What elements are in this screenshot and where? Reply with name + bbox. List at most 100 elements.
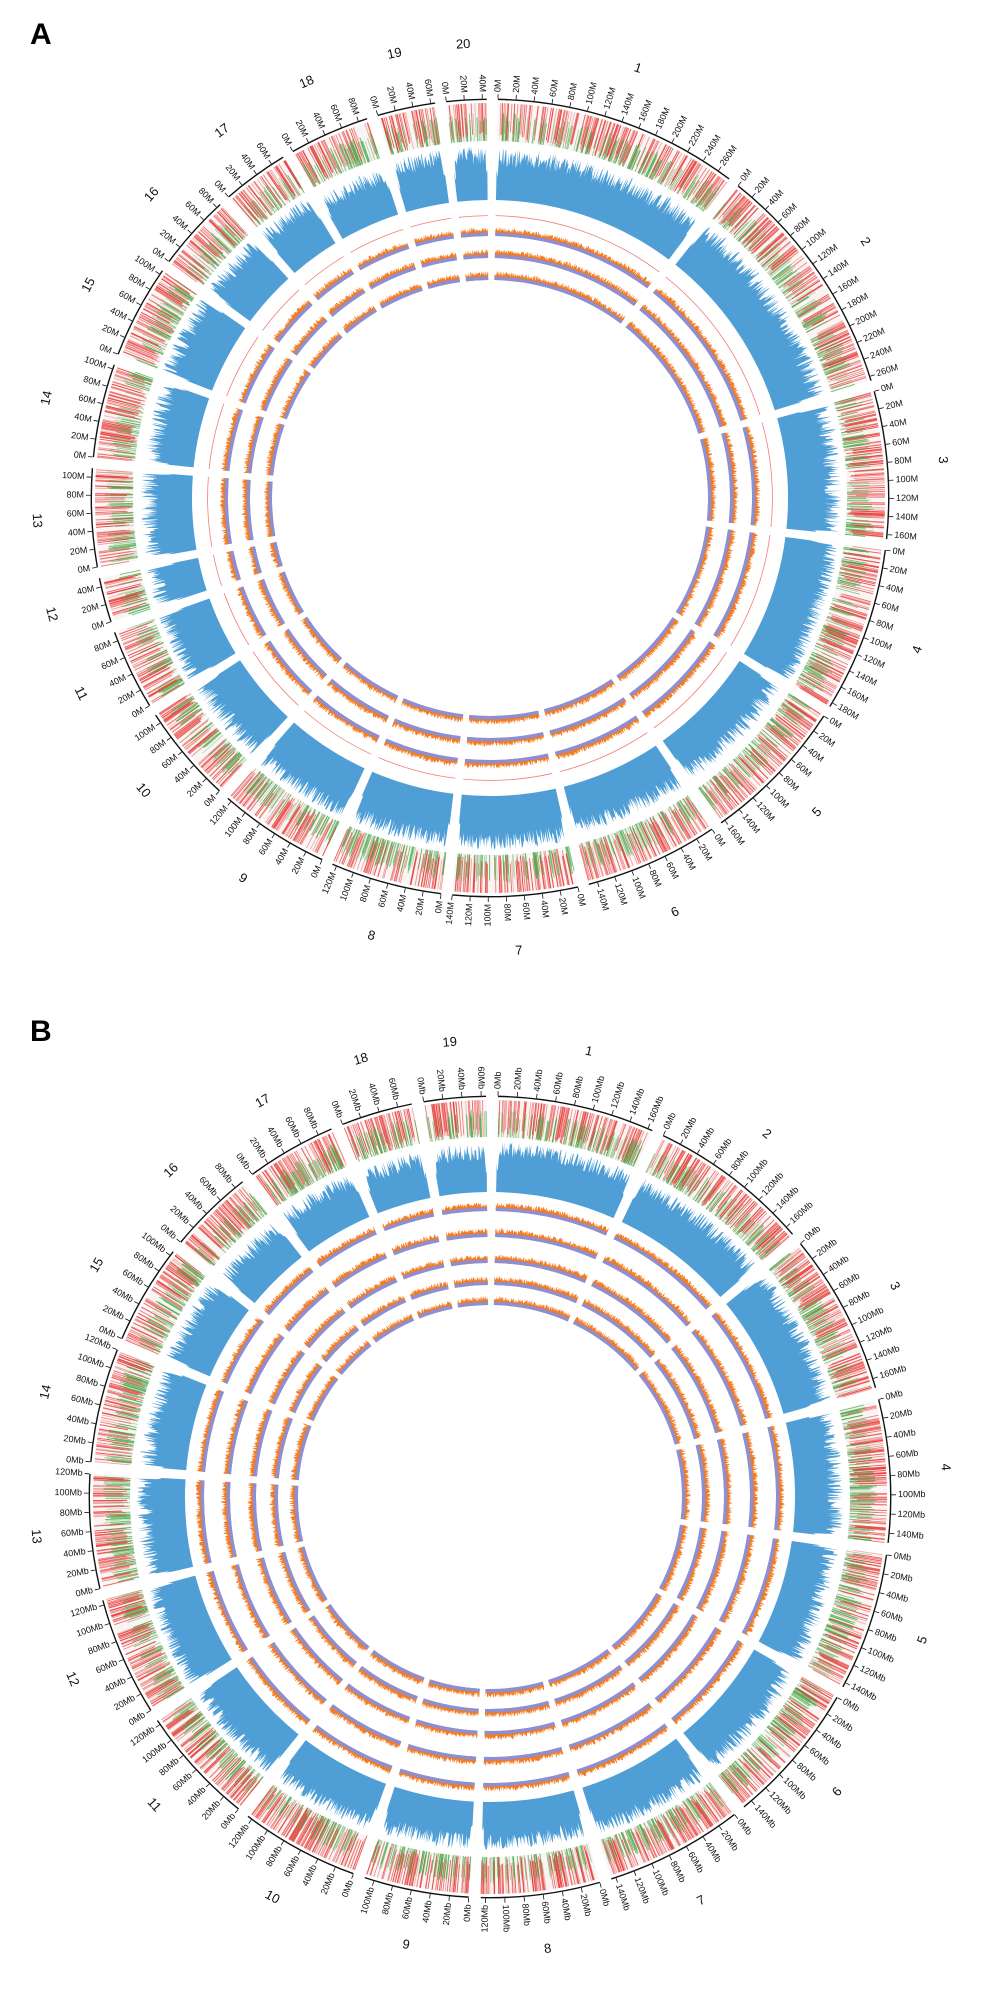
- snp-marker-red: [415, 109, 424, 148]
- snp-marker-red: [322, 826, 337, 856]
- snp-marker-red: [520, 104, 524, 135]
- snp-marker-red: [698, 176, 720, 206]
- snp-marker-green: [823, 362, 844, 372]
- snp-marker-red: [852, 448, 882, 453]
- snp-marker-green: [160, 313, 179, 325]
- snp-marker-green: [829, 607, 853, 617]
- snp-marker-green: [504, 118, 507, 142]
- snp-marker-green: [128, 606, 151, 615]
- tick-label: 20M: [294, 118, 311, 138]
- snp-marker-green: [808, 1320, 828, 1331]
- snp-marker-green: [294, 805, 310, 830]
- snp-track: [230, 766, 340, 857]
- snp-marker-green: [125, 382, 150, 392]
- snp-marker-green: [825, 365, 852, 376]
- snp-marker-green: [220, 748, 236, 764]
- snp-marker-red: [818, 325, 846, 340]
- snp-marker-red: [810, 662, 842, 680]
- snp-marker-red: [783, 714, 809, 734]
- snp-marker-red: [852, 545, 882, 551]
- snp-marker-green: [536, 1119, 541, 1141]
- snp-marker-red: [845, 572, 877, 580]
- tick-mark: [885, 443, 891, 445]
- snp-marker-green: [507, 854, 510, 883]
- coverage-track: [742, 426, 761, 526]
- snp-marker-green: [718, 207, 732, 224]
- tick-mark: [631, 871, 635, 876]
- snp-marker-green: [769, 1252, 792, 1271]
- snp-marker-red: [247, 782, 269, 811]
- snp-marker-red: [383, 845, 394, 879]
- coverage-orange: [495, 227, 653, 289]
- snp-marker-red: [658, 147, 674, 177]
- snp-marker-green: [721, 211, 735, 227]
- snp-marker-red: [570, 112, 579, 146]
- snp-marker-green: [285, 799, 300, 821]
- snp-marker-green: [692, 1177, 709, 1201]
- tick-mark: [145, 286, 150, 290]
- snp-marker-red: [695, 172, 715, 199]
- tick-label: 160Mb: [646, 1094, 666, 1123]
- snp-marker-red: [95, 517, 134, 521]
- snp-marker-red: [849, 548, 882, 554]
- snp-marker-green: [846, 519, 869, 522]
- snp-marker-red: [586, 117, 598, 152]
- snp-marker-red: [846, 578, 876, 587]
- snp-marker-red: [728, 768, 752, 795]
- snp-marker-green: [814, 645, 838, 657]
- snp-marker-red: [425, 853, 432, 888]
- tick-mark: [597, 882, 600, 888]
- snp-marker-green: [324, 818, 334, 837]
- snp-marker-green: [585, 134, 592, 155]
- snp-marker-green: [479, 854, 481, 876]
- snp-marker-green: [814, 338, 839, 351]
- snp-marker-red: [563, 111, 571, 142]
- snp-marker-red: [501, 1100, 504, 1133]
- snp-marker-red: [163, 703, 190, 722]
- snp-marker-green: [751, 1232, 771, 1251]
- tick-label: 20Mb: [720, 1829, 741, 1853]
- snp-marker-green: [783, 1276, 801, 1290]
- snp-marker-red: [840, 410, 876, 420]
- snp-marker-red: [811, 672, 838, 687]
- snp-marker-green: [118, 572, 142, 579]
- coverage-track: [767, 1425, 785, 1531]
- snp-marker-green: [841, 431, 863, 436]
- snp-marker-red: [102, 422, 131, 430]
- snp-marker-red: [598, 843, 609, 875]
- snp-marker-green: [597, 134, 606, 158]
- snp-marker-green: [399, 844, 406, 864]
- snp-marker-red: [454, 104, 459, 142]
- snp-marker-red: [673, 158, 693, 189]
- snp-marker-red: [316, 819, 334, 854]
- snp-marker-red: [815, 1321, 847, 1338]
- tick-mark: [823, 1271, 828, 1275]
- snp-marker-green: [843, 546, 866, 551]
- snp-marker-green: [125, 391, 148, 400]
- tick-label: 120M: [320, 871, 338, 896]
- tick-label: 140M: [740, 811, 762, 835]
- snp-marker-red: [107, 590, 136, 599]
- snp-marker-green: [162, 674, 180, 685]
- snp-marker-red: [826, 634, 857, 648]
- snp-marker-red: [518, 861, 523, 892]
- snp-marker-red: [785, 276, 818, 299]
- snp-marker-green: [841, 560, 863, 566]
- snp-marker-red: [851, 523, 885, 527]
- snp-marker-red: [267, 793, 290, 826]
- snp-marker-red: [353, 127, 364, 155]
- snp-marker-green: [845, 527, 874, 532]
- snp-marker-red: [105, 405, 139, 415]
- snp-marker-red: [599, 839, 612, 875]
- snp-marker-green: [569, 1125, 576, 1147]
- snp-marker-green: [728, 762, 745, 781]
- coverage-track: [379, 283, 423, 309]
- snp-marker-red: [402, 112, 411, 144]
- snp-marker-green: [733, 758, 751, 778]
- snp-marker-green: [617, 140, 629, 166]
- snp-marker-green: [150, 326, 172, 338]
- snp-marker-green: [801, 672, 822, 685]
- snp-marker-green: [669, 168, 683, 190]
